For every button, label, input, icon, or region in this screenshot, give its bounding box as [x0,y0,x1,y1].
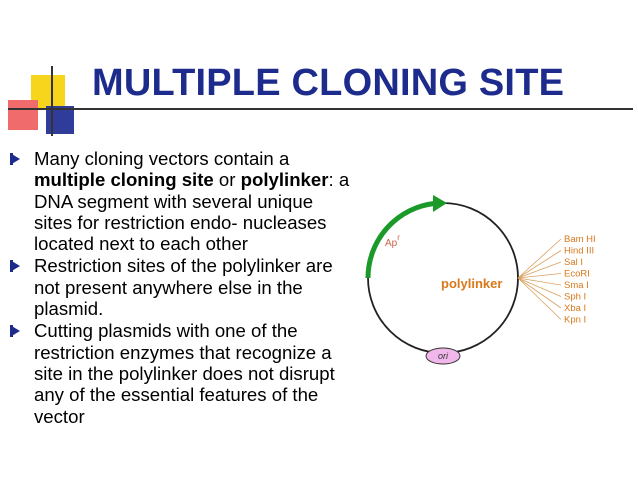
bullet-item: Cutting plasmids with one of the restric… [10,320,350,427]
ampicillin-resistance-arrow [365,200,436,279]
site-connector-line [517,277,562,286]
decor-vertical-line [51,66,53,136]
decor-red-square [8,100,38,130]
restriction-site-label: Kpn I [564,315,586,326]
site-connector-line [517,238,562,279]
restriction-site-label: Bam HI [564,234,596,245]
restriction-site-label: Sal I [564,257,583,268]
bullet-bold-term: polylinker [240,169,329,191]
bullet-text: Restriction sites of the polylinker are … [34,255,333,320]
site-connector-line [517,277,562,320]
bullet-text: : a DNA segment with several unique site… [34,169,350,255]
site-connector-line [517,277,562,309]
bullet-item: Many cloning vectors contain a multiple … [10,148,350,254]
arrow-head-icon [433,195,447,212]
restriction-site-label: Hind III [564,246,594,257]
ori-marker [425,347,461,365]
bullet-arrow-icon [10,153,20,165]
restriction-site-label: Sph I [564,292,586,303]
gene-label: Apr [385,233,400,249]
bullet-item: Restriction sites of the polylinker are … [10,255,350,319]
bullet-arrow-icon [10,325,20,338]
bullet-text: Many cloning vectors contain a [34,148,290,169]
restriction-site-label: EcoRI [564,269,590,280]
slide-title: MULTIPLE CLONING SITE [92,62,565,104]
site-connector-line [517,273,562,279]
bullet-text: or [213,169,241,191]
bullet-bold-term: multiple cloning site [34,169,214,191]
site-connector-line [517,277,562,297]
restriction-site-label: Xba I [564,303,586,314]
bullet-list: Many cloning vectors contain a multiple … [10,148,350,428]
bullet-text: Cutting plasmids with one of the restric… [34,320,335,427]
site-connector-line [517,261,562,279]
site-connector-line [517,250,562,279]
restriction-site-label: Sma I [564,280,589,291]
title-underline [8,108,633,110]
polylinker-label: polylinker [441,276,502,291]
bullet-arrow-icon [10,260,20,273]
decor-blue-square [46,106,74,134]
ori-label: ori [438,351,449,361]
